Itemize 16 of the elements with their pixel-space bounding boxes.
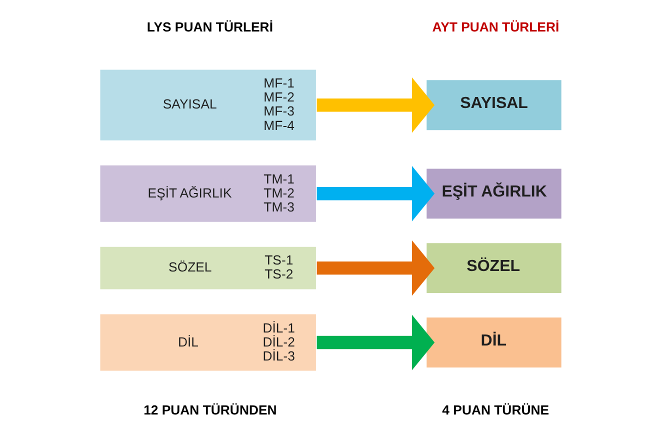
node-box: DİL DİL-1 DİL-2 DİL-3 — [98, 313, 316, 372]
node-box: EŞİT AĞIRLIK — [425, 168, 562, 220]
node-box: EŞİT AĞIRLIK TM-1 TM-2 TM-3 — [98, 164, 316, 223]
label: LYS PUAN TÜRLERİ — [146, 19, 272, 34]
node-box: SÖZEL TS-1 TS-2 — [98, 246, 316, 290]
arrow — [316, 77, 434, 133]
node-box: SAYISAL — [425, 79, 562, 131]
arrow — [316, 314, 434, 370]
node-box: DİL — [425, 316, 562, 368]
node-box: SÖZEL — [425, 242, 562, 294]
label: 12 PUAN TÜRÜNDEN — [143, 402, 276, 418]
arrow — [316, 240, 434, 296]
label: AYT PUAN TÜRLERİ — [432, 19, 559, 34]
label: 4 PUAN TÜRÜNE — [442, 402, 549, 418]
arrow — [316, 166, 434, 222]
node-box: SAYISAL MF-1 MF-2 MF-3 MF-4 — [98, 68, 316, 142]
